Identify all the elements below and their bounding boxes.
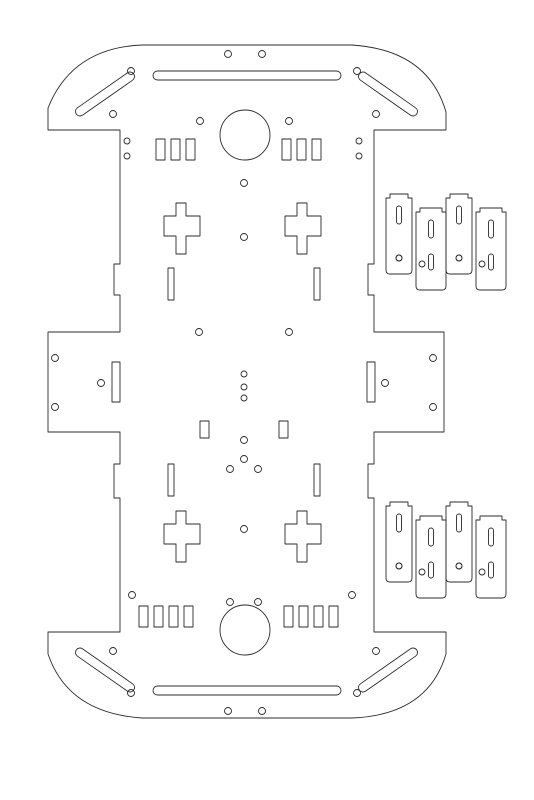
bracket-hole [455, 254, 463, 262]
bracket-hole [418, 568, 426, 576]
top-wheel-opening [219, 109, 271, 161]
cross-cutout-upper-right [284, 202, 322, 255]
bottom-long-slot [152, 685, 342, 696]
bottom-left-diagonal-slot [75, 647, 135, 693]
cross-cutout-lower-right [284, 510, 322, 563]
top-left-diagonal-slot [75, 71, 135, 117]
motor-bracket-plate [445, 193, 473, 275]
bracket-slot [396, 513, 402, 533]
bracket-slot [456, 205, 462, 225]
narrow-slot-upper-right [313, 267, 321, 301]
bracket-slot [428, 253, 434, 271]
bottom-wheel-opening [219, 604, 271, 656]
motor-bracket-plate [475, 207, 507, 291]
top-right-diagonal-slot [358, 71, 418, 117]
motor-bracket-group-upper [385, 193, 507, 291]
side-slot-right [366, 361, 376, 403]
narrow-slot-lower-left [167, 463, 175, 497]
motor-bracket-plate [385, 193, 413, 275]
chassis-plate-outline [47, 44, 447, 719]
bracket-slot [488, 561, 494, 579]
bracket-hole [455, 562, 463, 570]
bracket-hole [395, 562, 403, 570]
bracket-slot [428, 219, 434, 239]
top-right-slot-row [281, 138, 322, 161]
side-slot-left [111, 361, 121, 403]
bracket-hole [478, 260, 486, 268]
top-long-slot [152, 70, 342, 81]
bracket-hole [418, 260, 426, 268]
mounting-holes [51, 50, 437, 715]
bottom-left-slot-row [138, 605, 194, 628]
bottom-right-diagonal-slot [358, 647, 418, 693]
motor-bracket-plate [415, 207, 447, 291]
motor-bracket-plate [385, 501, 413, 583]
narrow-slot-lower-right [313, 463, 321, 497]
bracket-slot [488, 219, 494, 239]
motor-bracket-group-lower [385, 501, 507, 599]
motor-bracket-plate [415, 515, 447, 599]
bracket-slot [428, 561, 434, 579]
top-left-slot-row [155, 138, 196, 161]
bracket-slot [428, 527, 434, 547]
motor-bracket-plate [475, 515, 507, 599]
center-slot-right [278, 420, 289, 439]
center-slot-left [199, 420, 210, 439]
bottom-right-slot-row [283, 605, 339, 628]
bracket-slot [456, 513, 462, 533]
motor-bracket-plate [445, 501, 473, 583]
bracket-slot [488, 253, 494, 271]
narrow-slot-upper-left [167, 267, 175, 301]
bracket-slot [396, 205, 402, 225]
bracket-hole [395, 254, 403, 262]
bracket-slot [488, 527, 494, 547]
cross-cutout-upper-left [163, 202, 201, 255]
cross-cutout-lower-left [163, 510, 201, 563]
bracket-hole [478, 568, 486, 576]
